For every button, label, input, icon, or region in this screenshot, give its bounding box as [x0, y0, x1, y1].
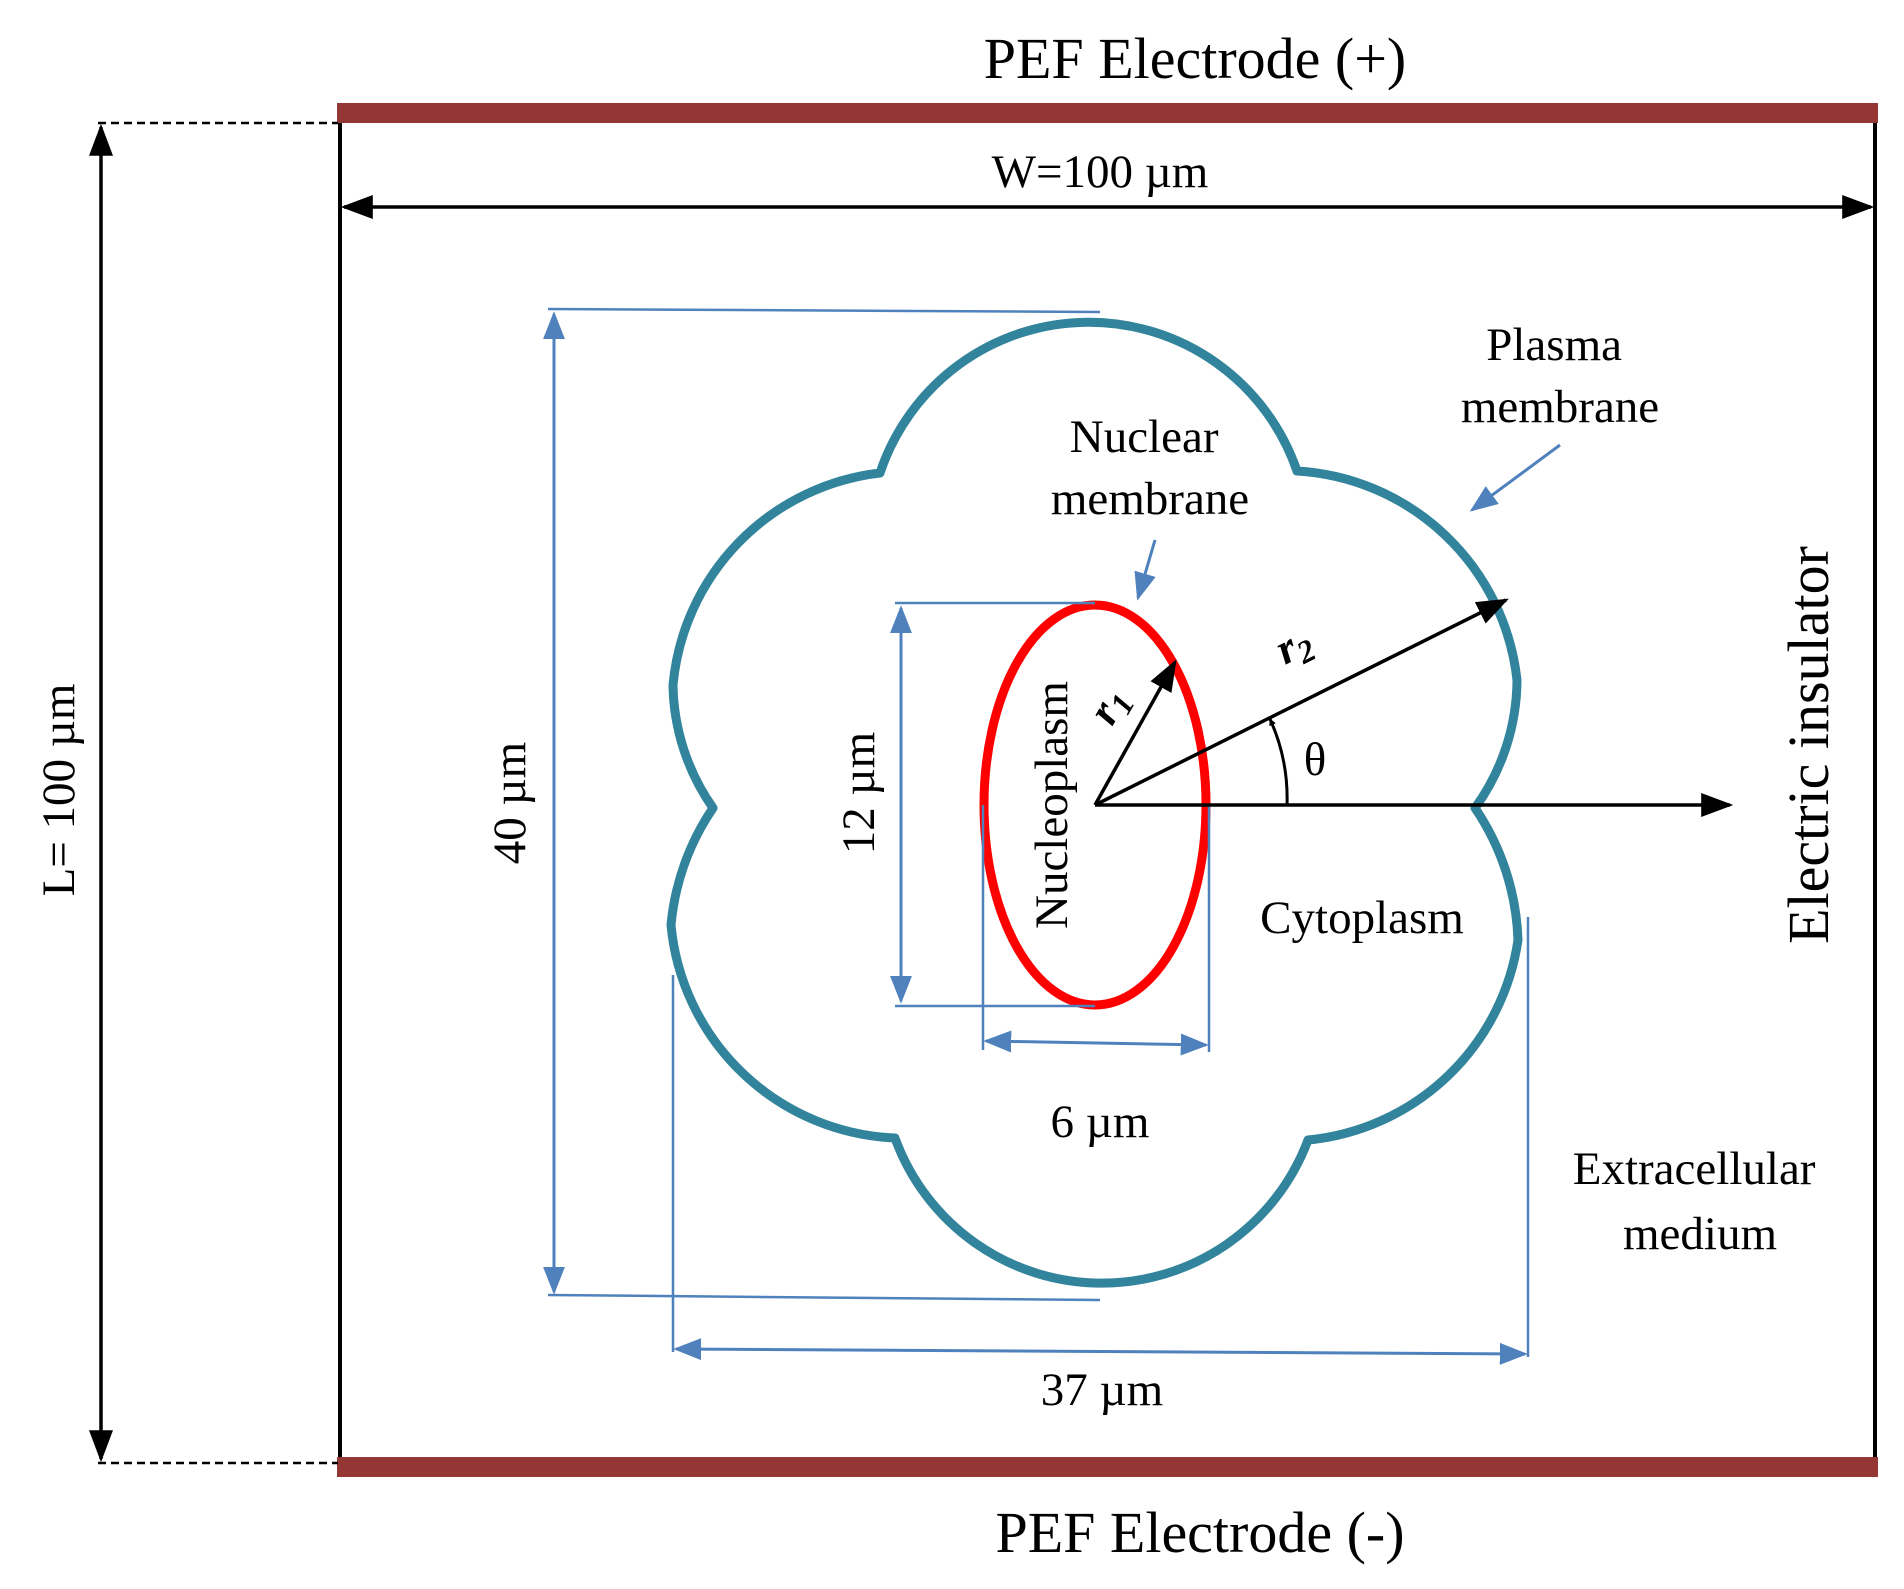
cell-height-top-extension	[547, 307, 1101, 314]
cell-width-arrow	[673, 1338, 1528, 1365]
nuclear-membrane-label: Nuclear membrane	[1051, 411, 1249, 525]
nucleus-width-label: 6 µm	[1051, 1096, 1150, 1148]
cytoplasm-label: Cytoplasm	[1260, 892, 1464, 944]
length-label: L= 100 µm	[33, 684, 85, 897]
cell-height-label: 40 µm	[484, 742, 536, 864]
extracellular-medium-label: Extracellular medium	[1573, 1143, 1827, 1260]
top-electrode-label: PEF Electrode (+)	[984, 26, 1406, 91]
cell-width-label: 37 µm	[1041, 1364, 1163, 1416]
nucleus-width-arrow	[983, 1030, 1209, 1056]
nuclear-membrane-pointer	[1134, 539, 1157, 601]
r2-vector	[1094, 598, 1509, 807]
nucleus-height-label: 12 µm	[833, 732, 885, 854]
bottom-electrode-label: PEF Electrode (-)	[995, 1500, 1404, 1565]
plasma-membrane-pointer	[1469, 443, 1561, 512]
plasma-membrane-label: Plasma membrane	[1461, 319, 1659, 433]
cell-height-bottom-extension	[547, 1293, 1101, 1302]
theta-arc	[1268, 718, 1289, 806]
plasma-membrane	[666, 317, 1523, 1288]
electric-insulator-label: Electric insulator	[1776, 546, 1841, 944]
top-electrode	[337, 103, 1878, 123]
bottom-electrode	[337, 1457, 1878, 1477]
r1-vector	[1093, 659, 1177, 806]
r1-symbol: r1	[1078, 679, 1141, 735]
theta-symbol: θ	[1304, 734, 1327, 786]
r2-symbol: r2	[1267, 615, 1321, 678]
nucleoplasm-label: Nucleoplasm	[1026, 681, 1078, 929]
width-label: W=100 µm	[992, 146, 1209, 198]
